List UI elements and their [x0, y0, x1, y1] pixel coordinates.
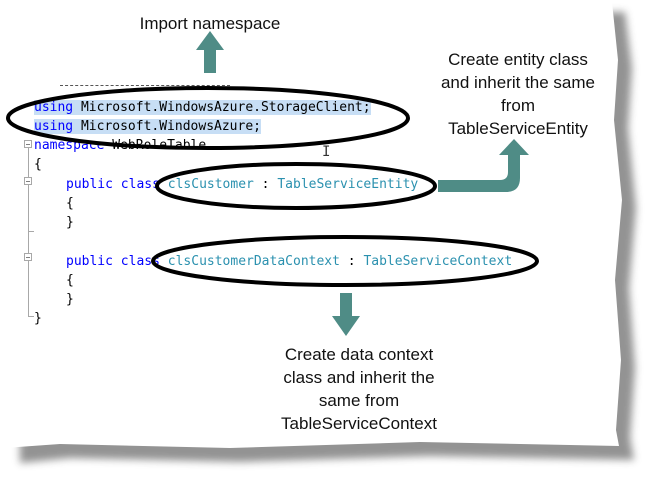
keyword-public: public	[66, 254, 113, 269]
partial-line-above	[60, 85, 230, 91]
keyword-public: public	[66, 177, 113, 192]
code-line-namespace: namespace WebRoleTable	[34, 136, 206, 155]
note-line: and inherit the same	[440, 73, 596, 92]
code-line-using-storageclient: using Microsoft.WindowsAzure.StorageClie…	[34, 98, 371, 117]
collapse-namespace-icon[interactable]	[24, 140, 32, 148]
keyword-class: class	[120, 177, 160, 192]
note-line: Create data context	[284, 345, 434, 364]
brace-close: }	[66, 292, 74, 307]
code-line-class-customer: public class clsCustomer : TableServiceE…	[66, 175, 418, 194]
class-name-clscustomer: clsCustomer	[167, 177, 254, 192]
note-line: Create entity class	[448, 50, 588, 69]
code-line-class1-close: }	[66, 213, 74, 232]
keyword-class: class	[120, 254, 160, 269]
note-line: TableServiceContext	[281, 414, 437, 433]
collapse-class2-icon[interactable]	[24, 253, 32, 261]
note-data-context: Create data context class and inherit th…	[250, 343, 468, 435]
note-import-namespace: Import namespace	[120, 12, 300, 35]
keyword-namespace: namespace	[34, 138, 105, 153]
brace-close: }	[34, 311, 42, 326]
note-line: from	[501, 96, 535, 115]
namespace-storageclient: Microsoft.WindowsAzure.StorageClient;	[73, 100, 371, 115]
brace-open: {	[34, 157, 42, 172]
note-line: class and inherit the	[283, 368, 435, 387]
namespace-windowsazure: Microsoft.WindowsAzure;	[73, 119, 261, 134]
class-name-clscustomerdatacontext: clsCustomerDataContext	[167, 254, 340, 269]
note-line: same from	[318, 391, 400, 410]
inherit-separator: :	[253, 177, 278, 192]
base-type-tableservicecontext: TableServiceContext	[363, 254, 513, 269]
code-line-class2-close: }	[66, 290, 74, 309]
keyword-using: using	[34, 100, 74, 115]
keyword-using: using	[34, 119, 74, 134]
code-line-class2-open: {	[66, 271, 74, 290]
base-type-tableserviceentity: TableServiceEntity	[277, 177, 419, 192]
code-line-open-brace: {	[34, 155, 42, 174]
collapse-class1-icon[interactable]	[24, 177, 32, 185]
inherit-separator: :	[339, 254, 364, 269]
note-line: TableServiceEntity	[448, 119, 588, 138]
brace-open: {	[66, 196, 74, 211]
outline-tick	[28, 316, 34, 317]
text-cursor-icon: I	[322, 144, 331, 160]
code-line-class-datacontext: public class clsCustomerDataContext : Ta…	[66, 252, 512, 271]
outline-tick	[28, 231, 34, 232]
code-line-class1-open: {	[66, 194, 74, 213]
note-text: Import namespace	[139, 14, 281, 33]
code-line-close-brace: }	[34, 309, 42, 328]
brace-open: {	[66, 273, 74, 288]
brace-close: }	[66, 215, 74, 230]
note-entity-class: Create entity class and inherit the same…	[418, 48, 618, 140]
code-line-using-windowsazure: using Microsoft.WindowsAzure;	[34, 117, 261, 136]
namespace-name: WebRoleTable	[104, 138, 207, 153]
